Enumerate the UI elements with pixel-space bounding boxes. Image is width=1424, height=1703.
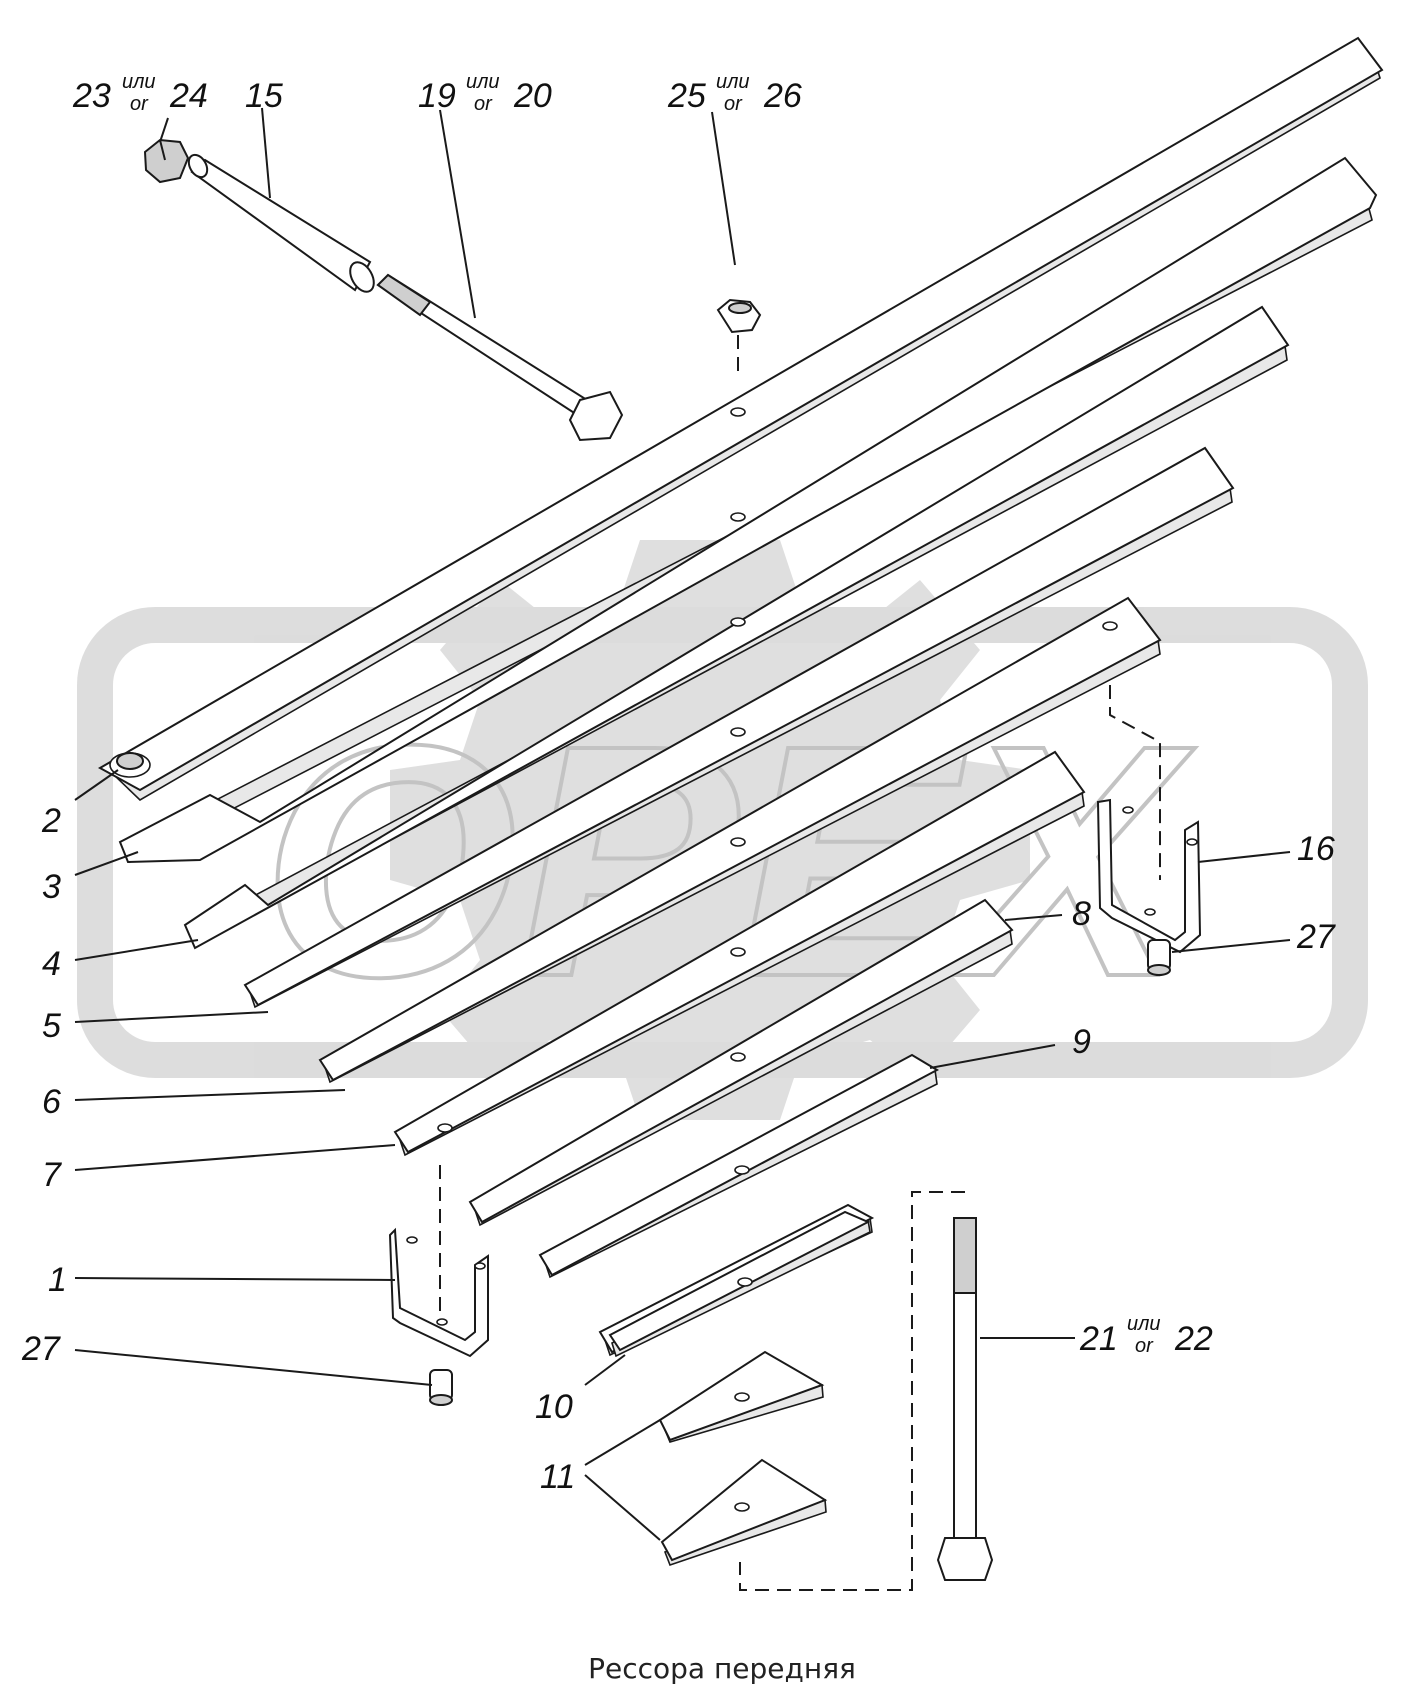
dash-clip-16 — [1109, 685, 1161, 880]
svg-text:26: 26 — [763, 77, 802, 115]
center-holes — [730, 407, 750, 1175]
label-2: 2 — [41, 802, 61, 840]
leaf-10 — [608, 1210, 871, 1358]
label-27-left: 27 — [21, 1330, 61, 1368]
label-11: 11 — [540, 1458, 575, 1496]
label-21-22: 21 или or 22 — [1079, 1313, 1213, 1358]
svg-text:21: 21 — [1079, 1320, 1118, 1358]
label-19-20: 19 или or 20 — [418, 71, 552, 115]
leaf-11-lower — [660, 1458, 828, 1567]
diagram-caption: Рессора передняя — [588, 1652, 856, 1685]
clip-16 — [1096, 798, 1202, 954]
leader-lines — [74, 107, 1291, 1541]
svg-text:or: or — [1135, 1335, 1154, 1357]
spring-leaves — [97, 36, 1384, 1567]
label-15: 15 — [245, 77, 283, 115]
bolt-19-20 — [376, 273, 624, 442]
label-10: 10 — [535, 1388, 573, 1426]
svg-text:or: or — [724, 93, 743, 115]
svg-text:20: 20 — [513, 77, 552, 115]
leaf-5 — [243, 446, 1235, 1009]
dash-center-bolt — [739, 1191, 965, 1591]
svg-text:или: или — [716, 71, 750, 93]
nut-23-24 — [143, 138, 190, 184]
svg-text:19: 19 — [418, 77, 456, 115]
sleeve-15 — [187, 153, 375, 293]
pin-27-left — [429, 1369, 453, 1406]
label-6: 6 — [42, 1083, 61, 1121]
svg-text:или: или — [1127, 1313, 1161, 1335]
svg-text:22: 22 — [1174, 1320, 1213, 1358]
center-bolt-21-22 — [936, 1217, 994, 1581]
upper-bolt-assembly — [143, 138, 762, 442]
svg-text:23: 23 — [72, 77, 111, 115]
svg-text:25: 25 — [667, 77, 706, 115]
label-9: 9 — [1072, 1023, 1091, 1061]
label-8: 8 — [1072, 895, 1091, 933]
svg-text:or: or — [130, 93, 149, 115]
label-16: 16 — [1297, 830, 1335, 868]
label-25-26: 25 или or 26 — [667, 71, 802, 115]
clip-1 — [388, 1227, 489, 1358]
svg-text:or: or — [474, 93, 493, 115]
label-23-24: 23 или or 24 — [72, 71, 208, 115]
label-1: 1 — [48, 1261, 67, 1299]
pin-27-right — [1147, 939, 1171, 976]
label-3: 3 — [42, 868, 61, 906]
label-27-right: 27 — [1296, 918, 1336, 956]
svg-text:или: или — [122, 71, 156, 93]
nut-25-26 — [716, 298, 762, 334]
label-4: 4 — [42, 945, 61, 983]
leaf-3 — [118, 156, 1378, 864]
svg-text:или: или — [466, 71, 500, 93]
svg-text:24: 24 — [169, 77, 208, 115]
label-7: 7 — [42, 1156, 62, 1194]
callout-labels: 23 или or 24 15 19 или or 20 25 или or 2… — [21, 71, 1336, 1496]
leaf-11-upper — [658, 1350, 825, 1443]
label-5: 5 — [42, 1007, 61, 1045]
